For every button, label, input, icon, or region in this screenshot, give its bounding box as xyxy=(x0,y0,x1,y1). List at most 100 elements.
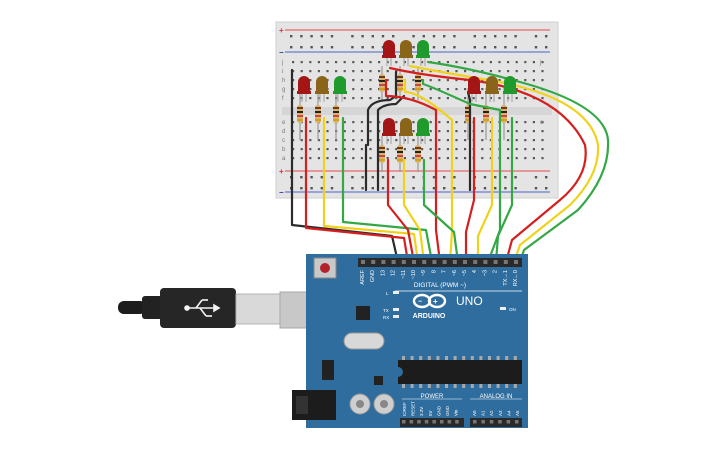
header-pin[interactable] xyxy=(432,260,437,264)
resistor-band xyxy=(415,155,421,157)
header-pin[interactable] xyxy=(381,260,386,264)
wire-green-center-bottom[interactable] xyxy=(422,158,460,264)
wire-green-center-top[interactable] xyxy=(421,78,502,264)
terminal-hole xyxy=(524,70,527,73)
terminal-hole xyxy=(386,79,389,82)
wire-yellow-long[interactable] xyxy=(408,64,600,264)
analog-header-pin[interactable] xyxy=(515,420,519,424)
tx-led xyxy=(393,308,399,311)
header-pin[interactable] xyxy=(422,260,427,264)
terminal-hole xyxy=(541,130,544,133)
terminal-hole xyxy=(309,130,312,133)
resistor[interactable] xyxy=(397,145,403,163)
wire-yellow-right[interactable] xyxy=(476,116,494,264)
chip-pin xyxy=(445,384,448,388)
header-pin[interactable] xyxy=(463,260,467,264)
led[interactable] xyxy=(468,76,480,92)
analog-header-pin[interactable] xyxy=(506,420,511,424)
wire-yellow-center-bottom[interactable] xyxy=(402,158,426,264)
led[interactable] xyxy=(504,76,516,92)
power-pin-label: 5V xyxy=(428,410,433,416)
led-base xyxy=(333,91,347,94)
led[interactable] xyxy=(400,40,412,56)
wire-ground-left[interactable] xyxy=(290,68,400,264)
wire-green-left[interactable] xyxy=(341,116,434,264)
power-header-pin[interactable] xyxy=(409,420,414,424)
rail-hole xyxy=(381,187,385,190)
row-letter-c: c xyxy=(282,138,285,144)
wire-ground-center-jumper[interactable] xyxy=(376,94,406,192)
wire-red-right[interactable] xyxy=(464,116,476,264)
rail-hole xyxy=(534,176,538,179)
terminal-hole xyxy=(524,121,527,124)
power-header-pin[interactable] xyxy=(424,420,429,424)
terminal-hole xyxy=(317,157,320,160)
wire-yellow-center-top[interactable] xyxy=(403,78,454,264)
wire-red-left[interactable] xyxy=(304,116,410,264)
header-pin[interactable] xyxy=(483,260,488,264)
header-pin[interactable] xyxy=(401,260,406,264)
resistor[interactable] xyxy=(379,145,385,163)
terminal-hole xyxy=(438,139,441,142)
analog-header-pin[interactable] xyxy=(489,420,494,424)
analog-header-pin[interactable] xyxy=(498,420,502,424)
wire-ground-right[interactable] xyxy=(466,90,472,192)
led[interactable] xyxy=(383,40,395,56)
led[interactable] xyxy=(334,76,346,92)
analog-label: ANALOG IN xyxy=(480,394,513,400)
led[interactable] xyxy=(486,76,498,92)
model-text: UNO xyxy=(456,294,483,308)
header-pin[interactable] xyxy=(412,260,416,264)
terminal-hole xyxy=(515,61,518,64)
power-header-pin[interactable] xyxy=(402,420,406,424)
wire-red-center-bottom[interactable] xyxy=(386,158,416,264)
rx-label: RX xyxy=(383,315,389,320)
header-pin[interactable] xyxy=(493,260,498,264)
resistor[interactable] xyxy=(483,105,489,123)
resistor[interactable] xyxy=(501,105,507,123)
wire-yellow-left[interactable] xyxy=(322,116,420,264)
header-pin[interactable] xyxy=(442,260,447,264)
resistor[interactable] xyxy=(315,105,321,123)
led[interactable] xyxy=(417,40,429,56)
resistor[interactable] xyxy=(415,74,421,92)
header-pin[interactable] xyxy=(473,260,478,264)
rail-hole xyxy=(351,176,354,179)
analog-header-pin[interactable] xyxy=(481,420,485,424)
terminal-hole xyxy=(429,88,432,91)
power-header-pin[interactable] xyxy=(432,420,436,424)
power-header-pin[interactable] xyxy=(417,420,421,424)
terminal-hole xyxy=(352,157,355,160)
resistor[interactable] xyxy=(333,105,339,123)
header-pin[interactable] xyxy=(391,260,396,264)
led[interactable] xyxy=(400,118,412,134)
terminal-hole xyxy=(515,157,518,160)
led[interactable] xyxy=(298,76,310,92)
led[interactable] xyxy=(417,118,429,134)
chip-pin xyxy=(410,356,414,360)
led[interactable] xyxy=(316,76,328,92)
analog-header-pin[interactable] xyxy=(473,420,477,424)
header-pin[interactable] xyxy=(371,260,376,264)
resistor[interactable] xyxy=(415,145,421,163)
resistor[interactable] xyxy=(397,74,403,92)
power-header-pin[interactable] xyxy=(455,420,459,424)
usb-cable[interactable] xyxy=(118,288,309,329)
header-pin[interactable] xyxy=(361,260,365,264)
wire-red-center-top[interactable] xyxy=(384,78,442,264)
header-pin[interactable] xyxy=(514,260,518,264)
header-pin[interactable] xyxy=(503,260,508,264)
terminal-hole xyxy=(352,139,355,142)
header-pin[interactable] xyxy=(452,260,457,264)
led[interactable] xyxy=(383,118,395,134)
wire-ground-center-top[interactable] xyxy=(366,70,398,147)
wire-red-long[interactable] xyxy=(388,66,587,264)
resistor[interactable] xyxy=(297,105,303,123)
power-header-pin[interactable] xyxy=(447,420,452,424)
wire-green-long[interactable] xyxy=(426,60,610,264)
power-header-pin[interactable] xyxy=(440,420,444,424)
resistor[interactable] xyxy=(379,74,385,92)
wire-green-right[interactable] xyxy=(494,116,514,264)
chip-pin xyxy=(513,356,517,360)
